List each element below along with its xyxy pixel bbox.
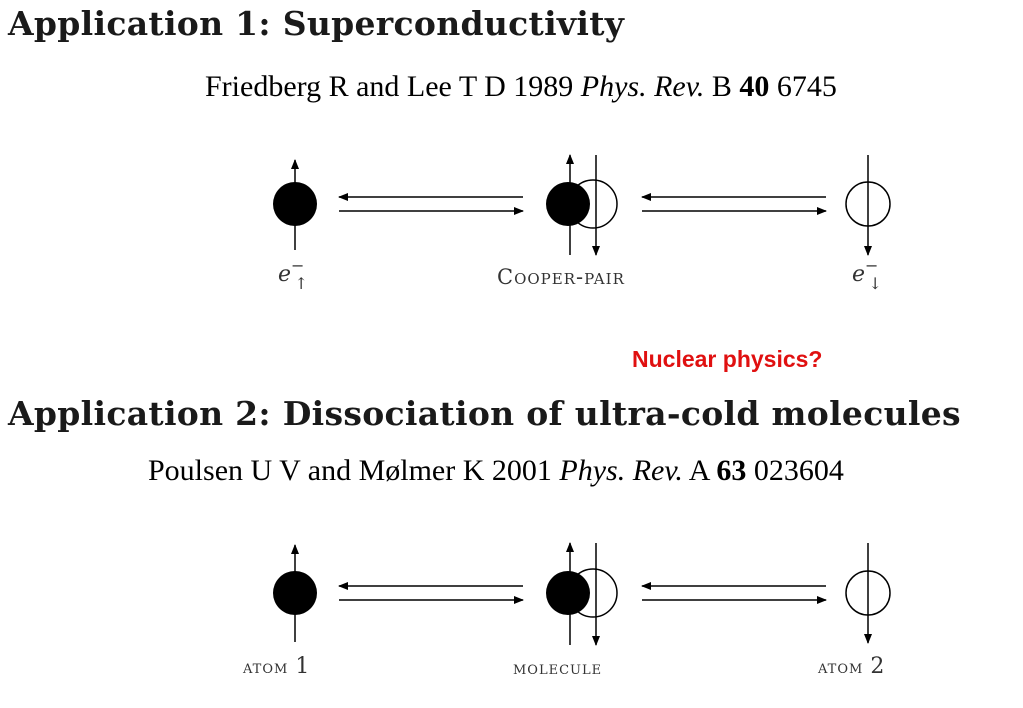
app2-ref-authors: Poulsen U V and Mølmer K 2001 [148, 454, 552, 487]
label-electron-down: e−↓ [852, 256, 882, 293]
app2-ref-page: 023604 [753, 454, 844, 487]
app1-heading: Application 1: Superconductivity [8, 4, 625, 43]
app2-heading: Application 2: Dissociation of ultra-col… [8, 394, 961, 433]
nuclear-physics-note: Nuclear physics? [632, 346, 823, 372]
label-atom-2: atom 2 [818, 654, 885, 679]
app2-ref-journal: Phys. Rev. [559, 454, 683, 487]
app2-ref-volume: 63 [716, 454, 747, 487]
label-electron-up: e−↑ [278, 256, 308, 293]
left-equilibrium-arrows-2 [338, 582, 524, 604]
label-molecule: molecule [513, 657, 603, 679]
right-equilibrium-arrows [641, 193, 827, 215]
right-equilibrium-arrows-2 [641, 582, 827, 604]
app1-ref-authors: Friedberg R and Lee T D 1989 [205, 70, 574, 103]
label-atom-1: atom 1 [243, 654, 310, 679]
left-equilibrium-arrows [338, 193, 524, 215]
app1-ref-page: 6745 [776, 70, 837, 103]
spin-up-electron-icon [273, 159, 317, 250]
app2-reference: Poulsen U V and Mølmer K 2001 Phys. Rev.… [148, 454, 844, 488]
app1-ref-volume: 40 [739, 70, 770, 103]
cooper-pair-icon [546, 154, 618, 256]
app2-ref-series: A [688, 454, 709, 487]
molecule-icon [546, 542, 618, 646]
app1-ref-series: B [711, 70, 732, 103]
atom2-icon [845, 543, 891, 644]
app1-ref-journal: Phys. Rev. [580, 70, 705, 103]
app1-reference: Friedberg R and Lee T D 1989 Phys. Rev. … [205, 70, 837, 104]
spin-down-electron-icon [845, 155, 891, 256]
label-cooper-pair: Cooper-pair [497, 265, 625, 289]
atom1-icon [273, 544, 317, 642]
